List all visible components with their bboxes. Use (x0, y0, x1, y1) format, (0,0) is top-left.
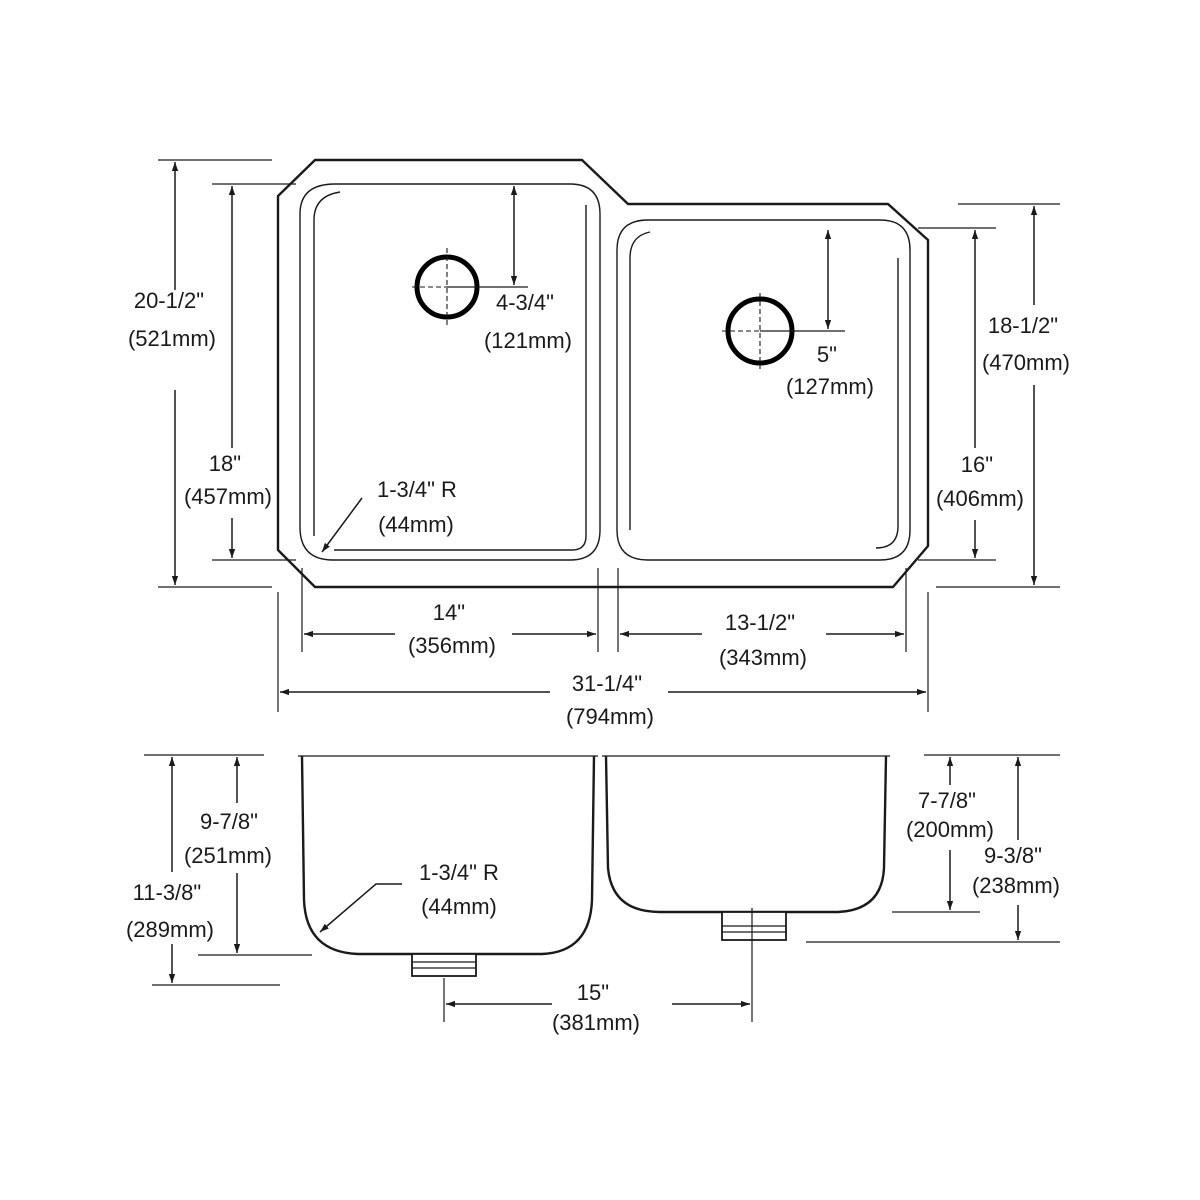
right-bowl-width-label: 13-1/2" (343mm) (719, 610, 807, 670)
right-bowl-profile (604, 755, 888, 914)
right-drain-offset-label: 5" (127mm) (786, 342, 874, 399)
side-corner-radius-leader (319, 883, 402, 933)
sink-flange-outline (276, 158, 930, 589)
side-corner-radius-label: 1-3/4" R (44mm) (419, 860, 505, 919)
left-bowl-profile (300, 755, 596, 956)
right-drain (722, 293, 845, 369)
left-bowl-depth-label: 9-7/8" (251mm) (184, 809, 272, 868)
left-bowl-width-label: 14" (356mm) (408, 600, 496, 658)
corner-radius-label: 1-3/4" R (44mm) (377, 477, 463, 537)
right-bowl-length-label: 16" (406mm) (936, 452, 1024, 511)
right-overall-depth-label: 9-3/8" (238mm) (972, 843, 1060, 898)
right-bowl-outline (616, 219, 911, 561)
left-bowl-length-label: 18" (457mm) (184, 451, 272, 509)
left-bowl-inner-edge (313, 191, 587, 551)
left-bowl-outline (299, 183, 601, 561)
right-overall-height-label: 18-1/2" (470mm) (982, 313, 1070, 375)
right-bowl-inner-edge (629, 231, 899, 549)
left-drain-body (411, 953, 477, 977)
drain-spacing-label: 15" (381mm) (552, 980, 640, 1035)
corner-radius-leader (321, 497, 363, 553)
right-bowl-depth-label: 7-7/8" (200mm) (906, 788, 994, 842)
top-view: 20-1/2" (521mm) 18" (457mm) 4-3/4" (121m… (128, 158, 1070, 729)
overall-width-label: 31-1/4" (794mm) (566, 671, 654, 729)
overall-height-label: 20-1/2" (521mm) (128, 288, 216, 351)
side-view: 9-7/8" (251mm) 11-3/8" (289mm) 1-3/4" R … (126, 754, 1060, 1035)
left-drain-offset-label: 4-3/4" (121mm) (484, 290, 572, 353)
left-drain-fitting (411, 953, 477, 977)
left-overall-depth-label: 11-3/8" (289mm) (126, 880, 214, 942)
right-drain-fitting (721, 911, 787, 941)
left-drain (412, 248, 528, 326)
